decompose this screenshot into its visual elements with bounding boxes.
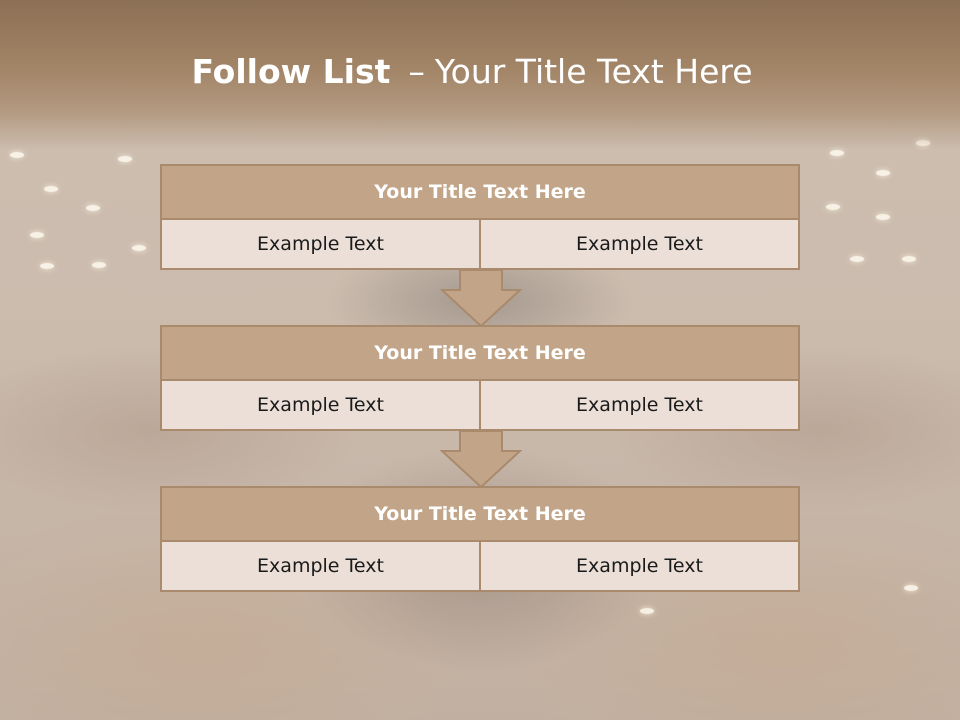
list-block-2: Your Title Text Here Example Text Exampl…	[160, 325, 800, 431]
list-block-3: Your Title Text Here Example Text Exampl…	[160, 486, 800, 592]
down-arrow-icon	[439, 430, 523, 489]
block-left-cell: Example Text	[160, 542, 481, 592]
stage-light	[904, 585, 918, 591]
slide-title-rest: Your Title Text Here	[434, 52, 753, 91]
stage-light	[10, 152, 24, 158]
down-arrow-icon	[439, 269, 523, 328]
block-left-cell: Example Text	[160, 220, 481, 270]
slide-title-bold: Follow List	[191, 52, 391, 91]
block-left-cell: Example Text	[160, 381, 481, 431]
list-block-1: Your Title Text Here Example Text Exampl…	[160, 164, 800, 270]
header-band	[0, 0, 960, 150]
block-right-cell: Example Text	[481, 381, 800, 431]
stage-light	[876, 214, 890, 220]
block-title: Your Title Text Here	[160, 325, 800, 381]
stage-light	[640, 608, 654, 614]
stage-light	[132, 245, 146, 251]
stage-light	[902, 256, 916, 262]
stage-light	[850, 256, 864, 262]
stage-light	[92, 262, 106, 268]
block-row: Example Text Example Text	[160, 542, 800, 592]
stage-light	[876, 170, 890, 176]
block-title: Your Title Text Here	[160, 486, 800, 542]
stage-light	[40, 263, 54, 269]
block-row: Example Text Example Text	[160, 220, 800, 270]
block-right-cell: Example Text	[481, 220, 800, 270]
stage-light	[30, 232, 44, 238]
block-right-cell: Example Text	[481, 542, 800, 592]
stage-light	[830, 150, 844, 156]
block-title: Your Title Text Here	[160, 164, 800, 220]
block-row: Example Text Example Text	[160, 381, 800, 431]
slide-title: Follow List–Your Title Text Here	[0, 52, 944, 91]
slide-title-separator: –	[408, 52, 425, 91]
stage-light	[86, 205, 100, 211]
stage-light	[44, 186, 58, 192]
stage-light	[826, 204, 840, 210]
stage-light	[118, 156, 132, 162]
